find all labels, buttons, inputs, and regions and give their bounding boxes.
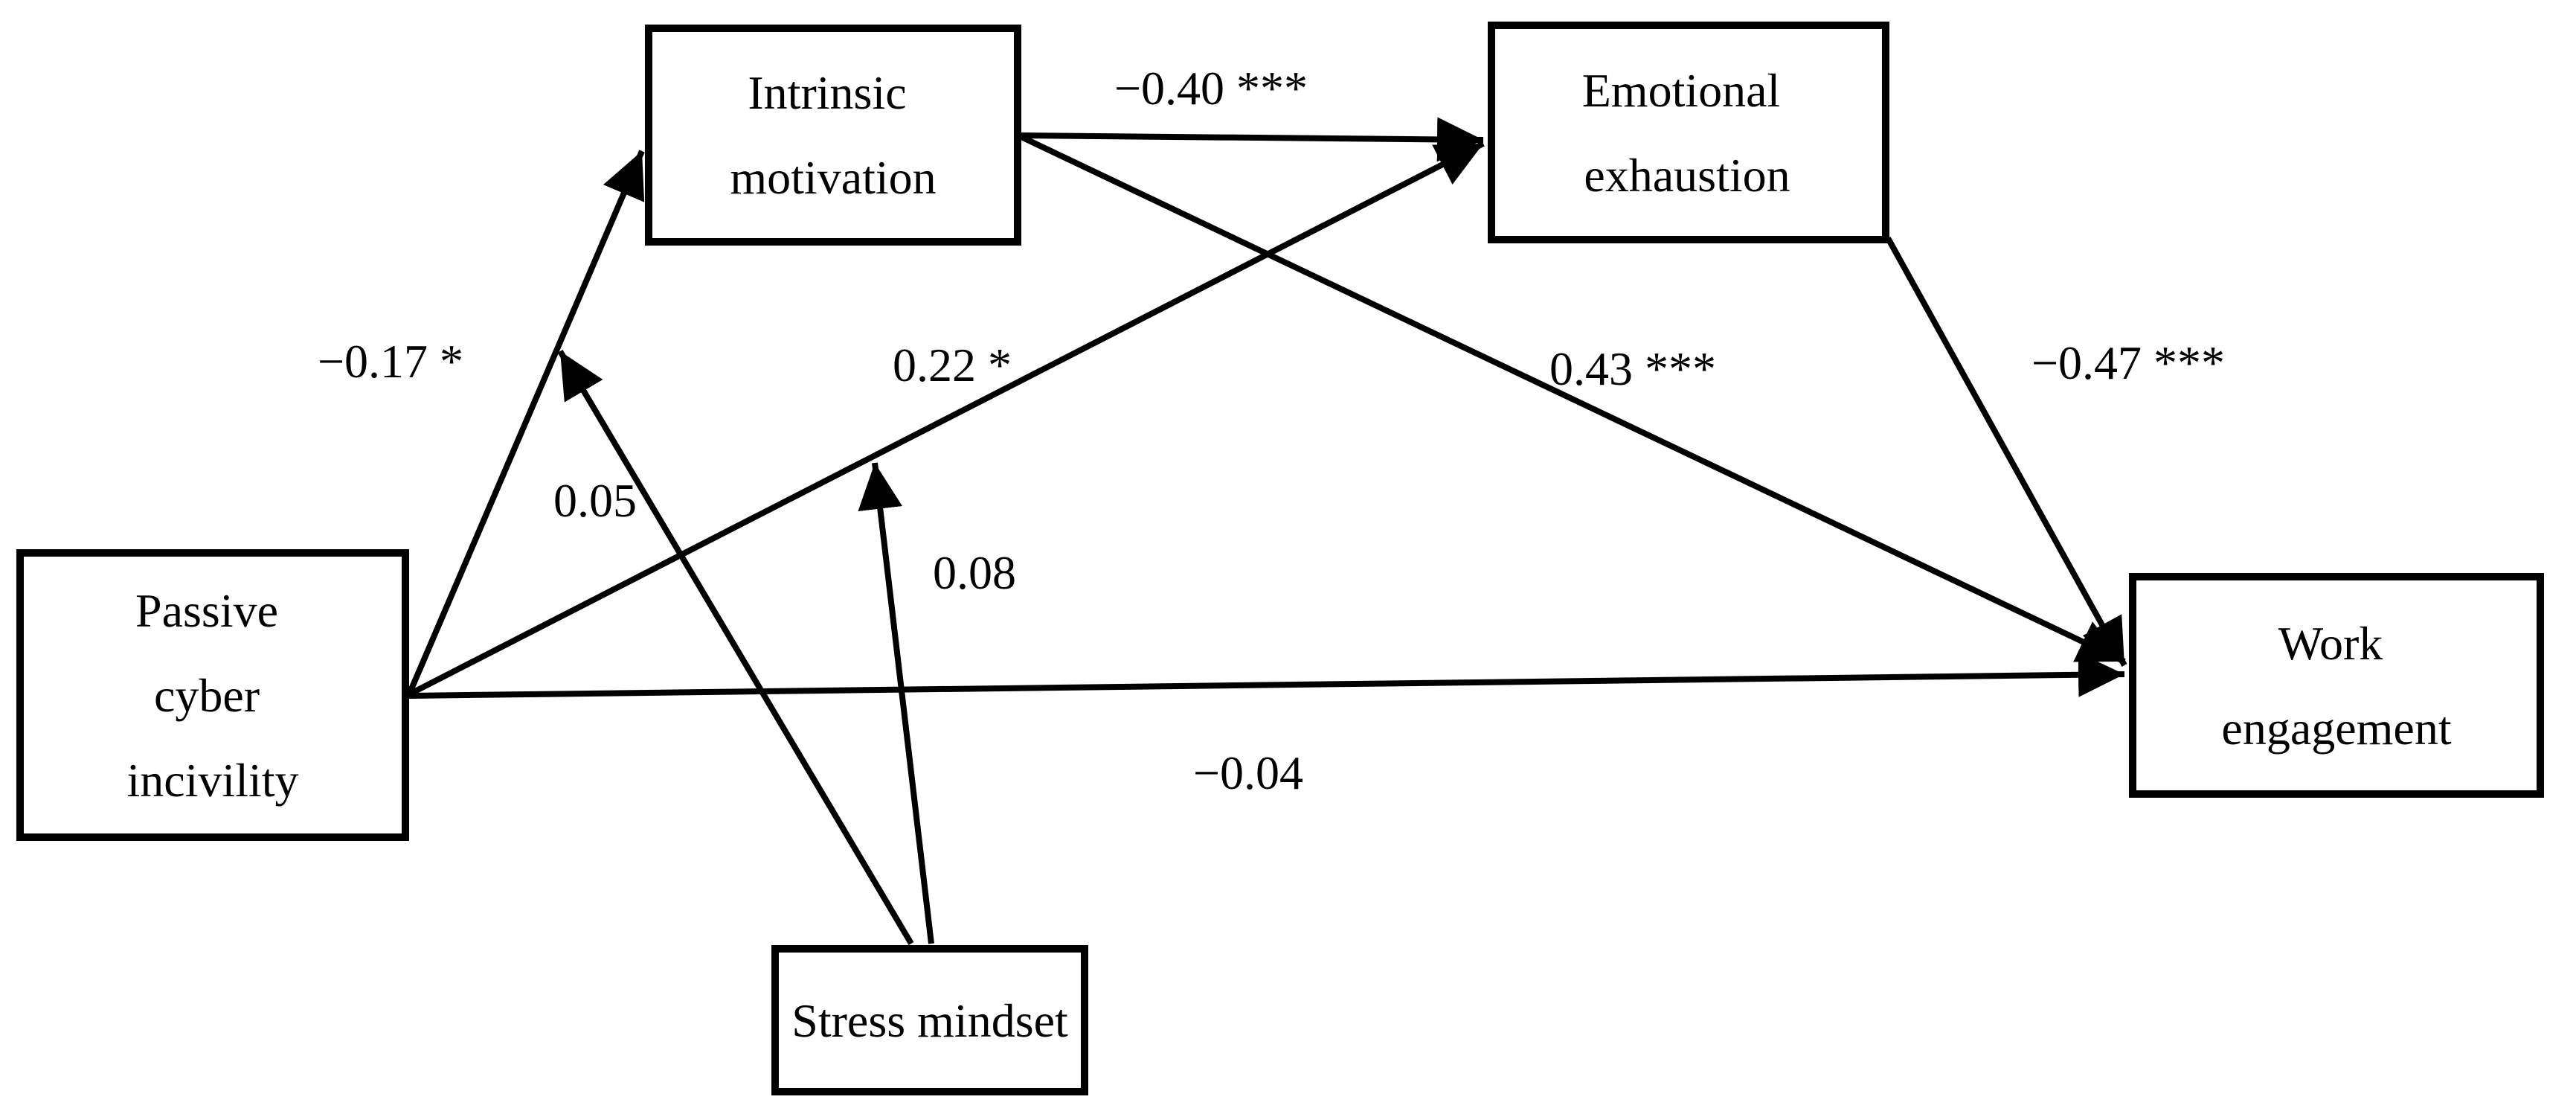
coefficient-stress-moderation-1: 0.05 <box>553 474 637 527</box>
coefficient-intrinsic-work: 0.43 *** <box>1549 342 1716 395</box>
coefficient-passive-intrinsic: −0.17 * <box>318 335 463 388</box>
label-line: cyber <box>154 669 260 722</box>
label-work-engagement: Work engagement <box>2221 617 2451 755</box>
box-work-engagement <box>2129 573 2544 798</box>
arrow-emotional-to-work <box>1885 237 2127 667</box>
node-labels: Passive cyber incivility Intrinsic motiv… <box>126 64 2451 1047</box>
edge-labels: −0.17 * −0.40 *** 0.22 * 0.43 *** −0.47 … <box>318 62 2225 799</box>
box-intrinsic-motivation <box>645 25 1021 246</box>
label-line: Emotional <box>1582 64 1781 117</box>
label-line: incivility <box>126 754 298 807</box>
box-passive-cyber-incivility <box>16 549 409 841</box>
box-stress-mindset <box>771 945 1088 1095</box>
box-emotional-exhaustion <box>1488 22 1889 243</box>
label-stress-mindset: Stress mindset <box>791 994 1068 1047</box>
arrow-passive-to-emotional <box>408 141 1485 697</box>
arrow-stress-to-path-emotional <box>858 462 934 944</box>
label-intrinsic-motivation: Intrinsic motivation <box>730 66 936 204</box>
label-emotional-exhaustion: Emotional exhaustion <box>1582 64 1793 202</box>
label-passive-cyber-incivility: Passive cyber incivility <box>126 584 298 807</box>
label-line: Intrinsic <box>748 66 906 119</box>
edge-arrows <box>406 117 2127 946</box>
label-line: Passive <box>135 584 278 637</box>
label-line: motivation <box>730 151 936 204</box>
label-line: engagement <box>2221 702 2451 755</box>
coefficient-passive-work: −0.04 <box>1193 746 1303 799</box>
label-line: Work <box>2278 617 2383 670</box>
arrow-intrinsic-to-work <box>1020 134 2126 665</box>
arrow-passive-to-work <box>408 652 2125 699</box>
coefficient-intrinsic-emotional: −0.40 *** <box>1114 62 1308 115</box>
label-line: exhaustion <box>1584 149 1790 202</box>
coefficient-stress-moderation-2: 0.08 <box>933 546 1016 599</box>
arrow-passive-to-intrinsic <box>406 150 645 696</box>
label-line: Stress mindset <box>791 994 1068 1047</box>
coefficient-emotional-work: −0.47 *** <box>2031 336 2225 389</box>
arrow-stress-to-path-intrinsic <box>557 349 914 946</box>
nodes <box>16 22 2544 1095</box>
coefficient-passive-emotional: 0.22 * <box>893 339 1012 391</box>
arrow-intrinsic-to-emotional <box>1021 117 1484 162</box>
